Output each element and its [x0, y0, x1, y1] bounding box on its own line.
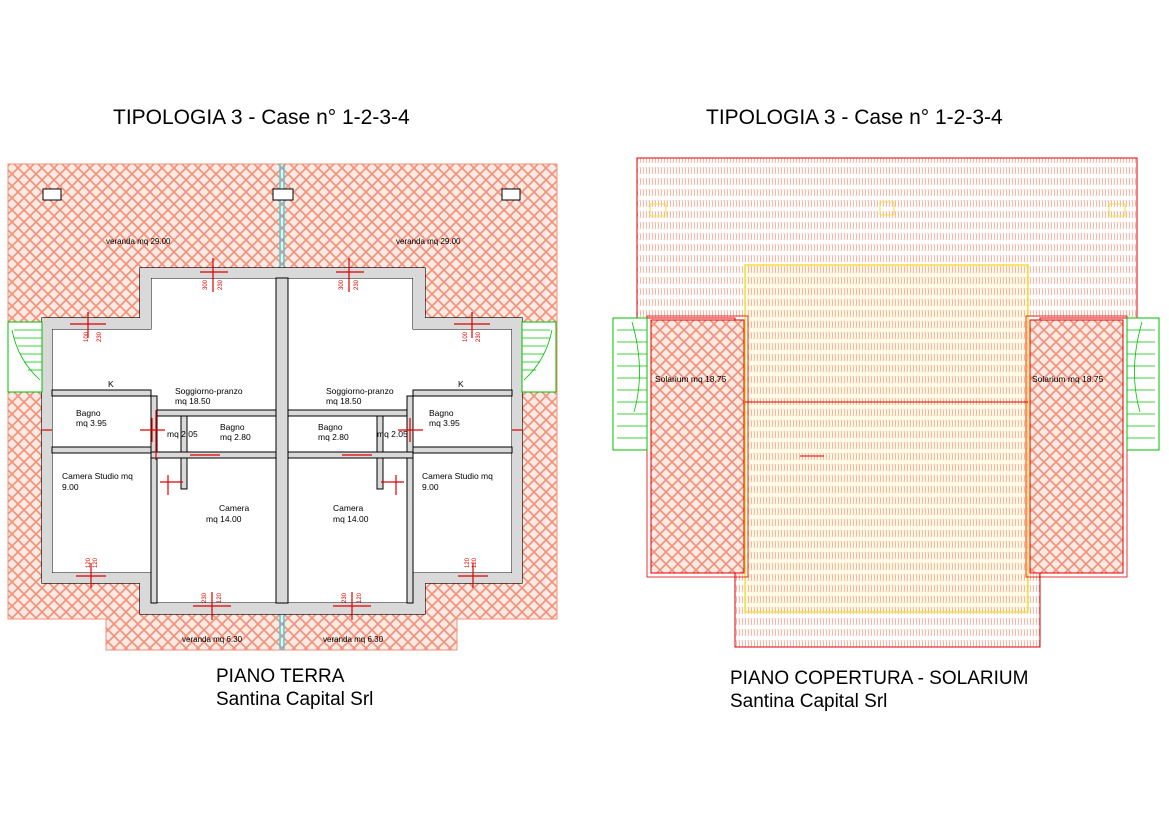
camera-studio-left-label: Camera Studio mq — [62, 471, 133, 481]
dim-230-left: 230 — [218, 279, 224, 290]
soggiorno-right-label: Soggiorno-pranzo — [326, 386, 394, 396]
roof-yellow-outline — [744, 264, 1029, 613]
dim-120-r2: 120 — [472, 557, 478, 568]
right-sheet-title: TIPOLOGIA 3 - Case n° 1-2-3-4 — [706, 106, 1003, 129]
bagno-small-right-label: Bagno — [318, 422, 343, 432]
roof-side-stairs — [612, 317, 1160, 451]
right-caption-line2: Santina Capital Srl — [730, 691, 888, 712]
dim-230-br: 230 — [342, 592, 348, 603]
dim-230-rightwin: 230 — [476, 331, 482, 342]
bagno-left-area: mq 3.95 — [76, 418, 107, 428]
veranda-bottom-left-label: veranda mq 6.30 — [182, 635, 243, 644]
left-sheet-title: TIPOLOGIA 3 - Case n° 1-2-3-4 — [113, 106, 410, 129]
camera-left-area: mq 14.00 — [206, 514, 242, 524]
camera-left-label: Camera — [219, 503, 250, 513]
bagno-small-left-label: Bagno — [220, 422, 245, 432]
veranda-top-right-label: veranda mq 29.00 — [396, 237, 461, 246]
kitchen-mark-right: K — [458, 379, 464, 389]
bagno-right-area: mq 3.95 — [429, 418, 460, 428]
dim-120-br: 120 — [357, 592, 363, 603]
soggiorno-right-area: mq 18.50 — [326, 396, 362, 406]
kitchen-mark-left: K — [108, 379, 114, 389]
corridor-right-area: mq 2.05 — [377, 429, 408, 439]
dim-300-right: 300 — [339, 279, 345, 290]
dim-120-bl: 120 — [217, 592, 223, 603]
soggiorno-left-area: mq 18.50 — [175, 396, 211, 406]
opening-markers — [42, 258, 522, 620]
camera-right-label: Camera — [333, 503, 364, 513]
dim-100-right: 100 — [463, 331, 469, 342]
solarium-left-area — [650, 319, 745, 574]
dim-100-left: 100 — [84, 331, 90, 342]
solarium-right-label: Solarium mq 18.75 — [1032, 374, 1104, 384]
bagno-small-right-area: mq 2.80 — [318, 432, 349, 442]
solarium-left-label: Solarium mq 18.75 — [655, 374, 727, 384]
side-stairs — [7, 321, 557, 393]
camera-studio-left-area: 9.00 — [62, 482, 79, 492]
soggiorno-left-label: Soggiorno-pranzo — [175, 386, 243, 396]
solarium-right-area — [1029, 319, 1124, 574]
dim-120-l1: 120 — [86, 557, 92, 568]
dim-230-bl: 230 — [202, 592, 208, 603]
dim-120-r1: 120 — [465, 557, 471, 568]
camera-studio-right-area: 9.00 — [422, 482, 439, 492]
roof-plan: Solarium mq 18.75 Solarium mq 18.75 — [612, 157, 1160, 648]
dim-120-l2: 120 — [93, 557, 99, 568]
left-caption-line2: Santina Capital Srl — [216, 689, 374, 710]
dim-300-left: 300 — [203, 279, 209, 290]
camera-studio-right-label: Camera Studio mq — [422, 471, 493, 481]
camera-right-area: mq 14.00 — [333, 514, 369, 524]
veranda-bottom-right-label: veranda mq 6.30 — [323, 635, 384, 644]
ground-floor-plan: 300 230 300 230 100 230 100 230 120 120 … — [7, 163, 558, 651]
dim-230-leftwin: 230 — [97, 331, 103, 342]
bagno-right-label: Bagno — [429, 408, 454, 418]
right-caption-line1: PIANO COPERTURA - SOLARIUM — [730, 668, 1029, 689]
chimney-mark — [42, 188, 62, 201]
dim-230-right: 230 — [354, 279, 360, 290]
left-caption-line1: PIANO TERRA — [216, 666, 345, 687]
bagno-left-label: Bagno — [76, 408, 101, 418]
veranda-top-left-label: veranda mq 29.00 — [106, 237, 171, 246]
bagno-small-left-area: mq 2.80 — [220, 432, 251, 442]
corridor-left-area: mq 2.05 — [167, 429, 198, 439]
